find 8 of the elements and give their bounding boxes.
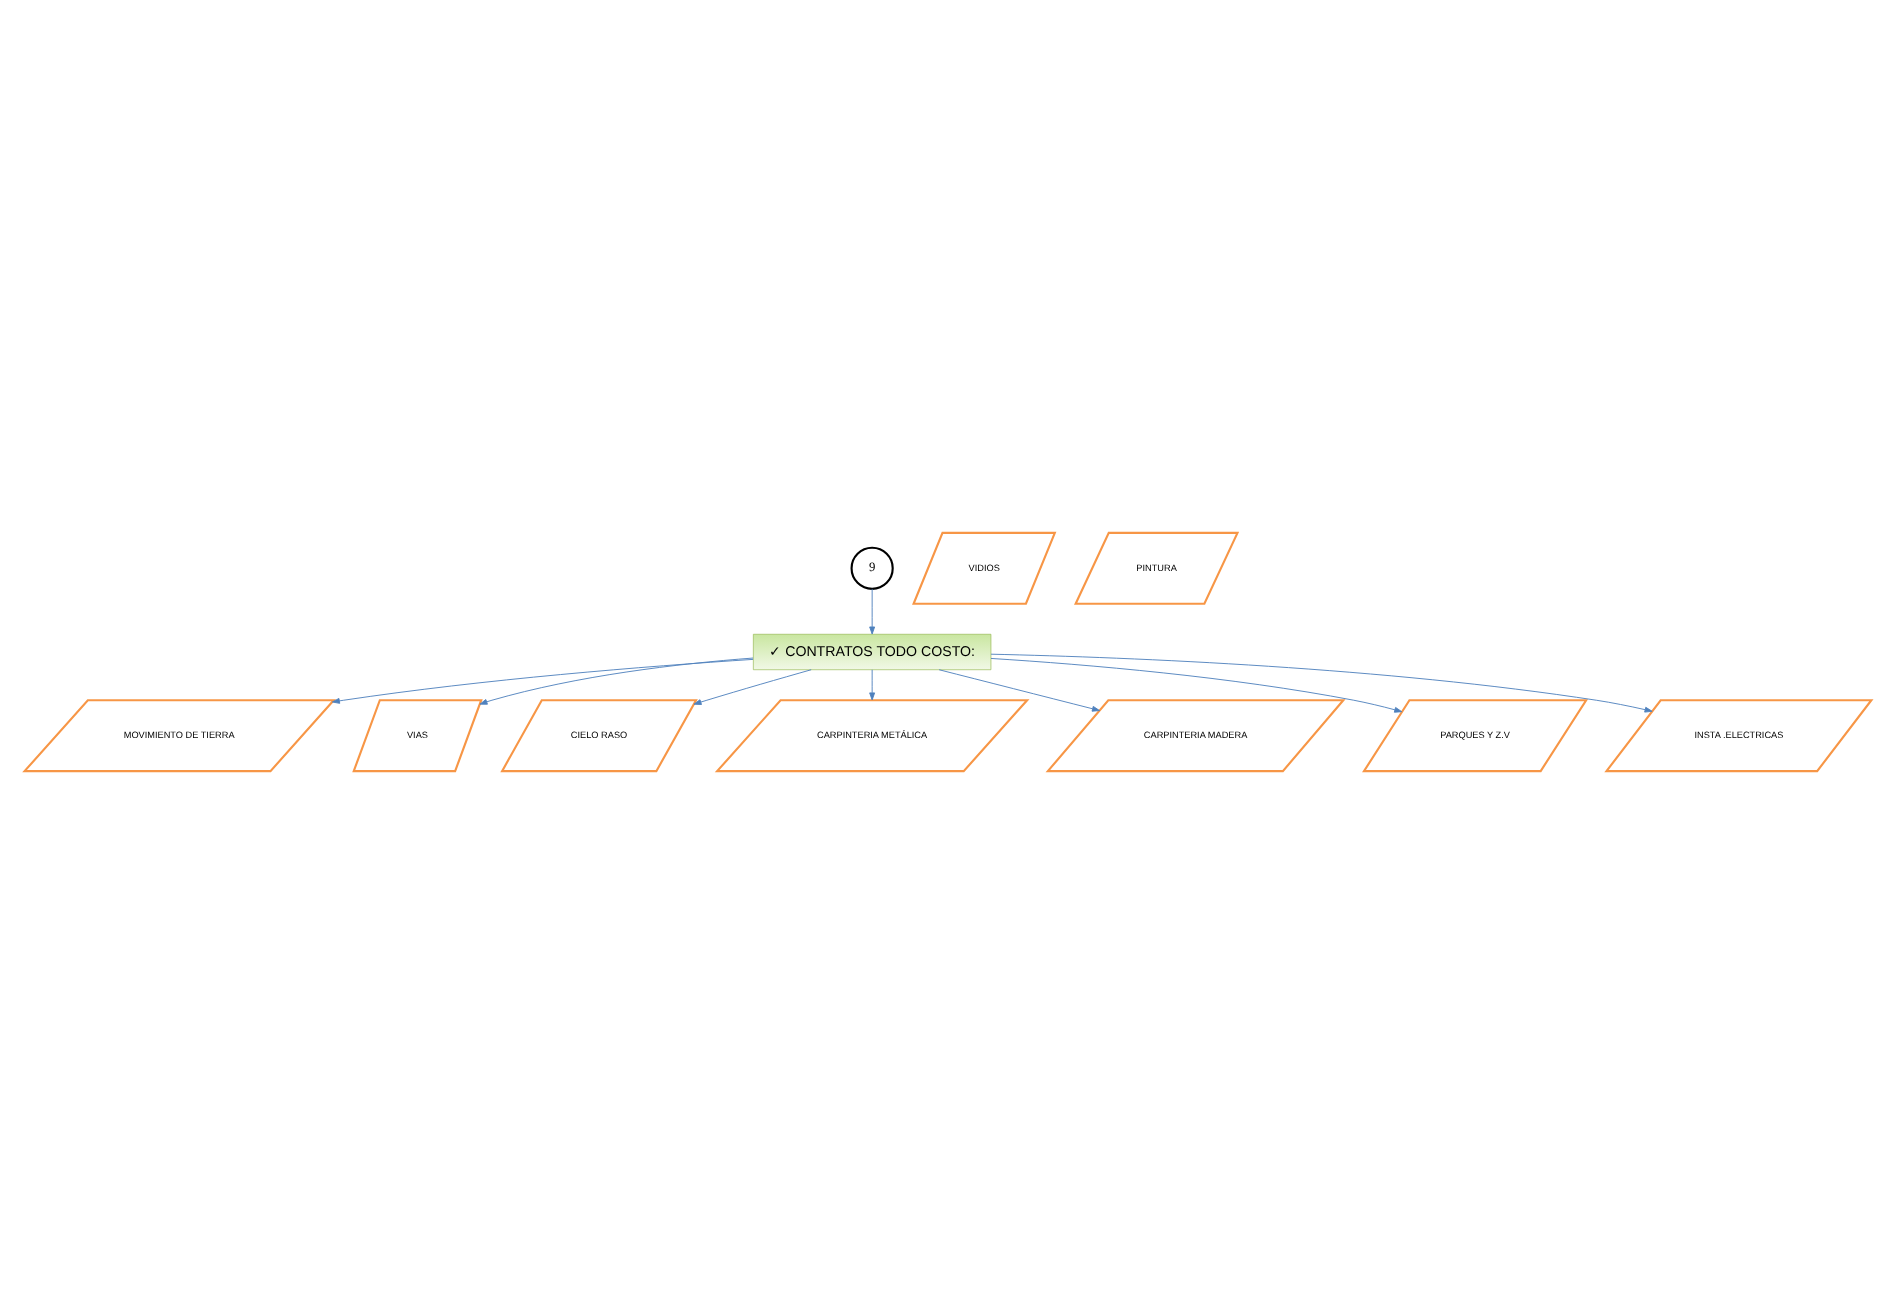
arrow	[693, 668, 812, 704]
arrow	[990, 657, 1403, 712]
arrow	[331, 657, 754, 703]
arrow	[479, 656, 754, 704]
arrow	[990, 652, 1653, 712]
arrow	[938, 668, 1100, 711]
arrow	[869, 587, 876, 634]
arrow	[869, 668, 876, 700]
